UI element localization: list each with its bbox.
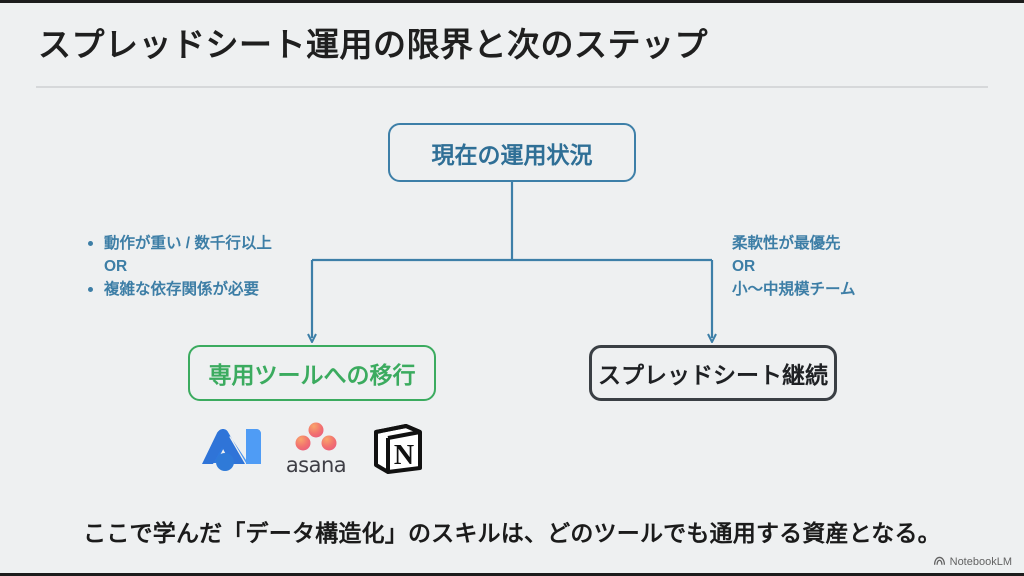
notion-logo: N	[370, 422, 424, 476]
notion-logo-icon: N	[374, 424, 423, 474]
notebooklm-watermark: NotebookLM	[933, 555, 1012, 568]
node-migrate-to-tool[interactable]: 専用ツールへの移行	[188, 345, 436, 401]
notebooklm-wordmark: NotebookLM	[949, 555, 1012, 568]
right-condition-item-2: 小〜中規模チーム	[732, 281, 856, 298]
left-condition-operator: OR	[104, 258, 128, 275]
nulab-logo-icon	[201, 429, 261, 471]
asana-wordmark: asana	[285, 453, 347, 477]
left-branch-conditions: 動作が重い / 数千行以上 OR 複雑な依存関係が必要	[86, 232, 336, 301]
header-divider	[36, 86, 988, 88]
left-condition-item-1: 動作が重い / 数千行以上	[86, 232, 336, 255]
top-letterbox-strip	[0, 0, 1024, 3]
node-migrate-to-tool-label: 専用ツールへの移行	[208, 362, 416, 388]
right-branch-conditions: 柔軟性が最優先 OR 小〜中規模チーム	[732, 232, 952, 301]
notion-logo-letter: N	[394, 440, 414, 471]
node-continue-spreadsheet-label: スプレッドシート継続	[598, 362, 828, 388]
notebooklm-icon	[933, 556, 945, 565]
right-condition-operator: OR	[732, 258, 756, 275]
nulab-logo	[200, 423, 262, 475]
node-current-status[interactable]: 現在の運用状況	[388, 123, 636, 182]
left-condition-list: 動作が重い / 数千行以上 OR 複雑な依存関係が必要	[86, 232, 336, 301]
asana-logo: asana	[285, 422, 347, 477]
asana-logo-icon	[295, 422, 337, 451]
node-current-status-label: 現在の運用状況	[431, 141, 593, 168]
page-title: スプレッドシート運用の限界と次のステップ	[38, 26, 708, 63]
summary-caption: ここで学んだ「データ構造化」のスキルは、どのツールでも通用する資産となる。	[83, 520, 941, 546]
tool-logo-row: asana N	[188, 416, 436, 482]
node-continue-spreadsheet[interactable]: スプレッドシート継続	[589, 345, 837, 401]
right-condition-item-1: 柔軟性が最優先	[732, 235, 841, 252]
left-condition-item-2: 複雑な依存関係が必要	[86, 278, 336, 301]
bottom-letterbox-strip	[0, 573, 1024, 576]
